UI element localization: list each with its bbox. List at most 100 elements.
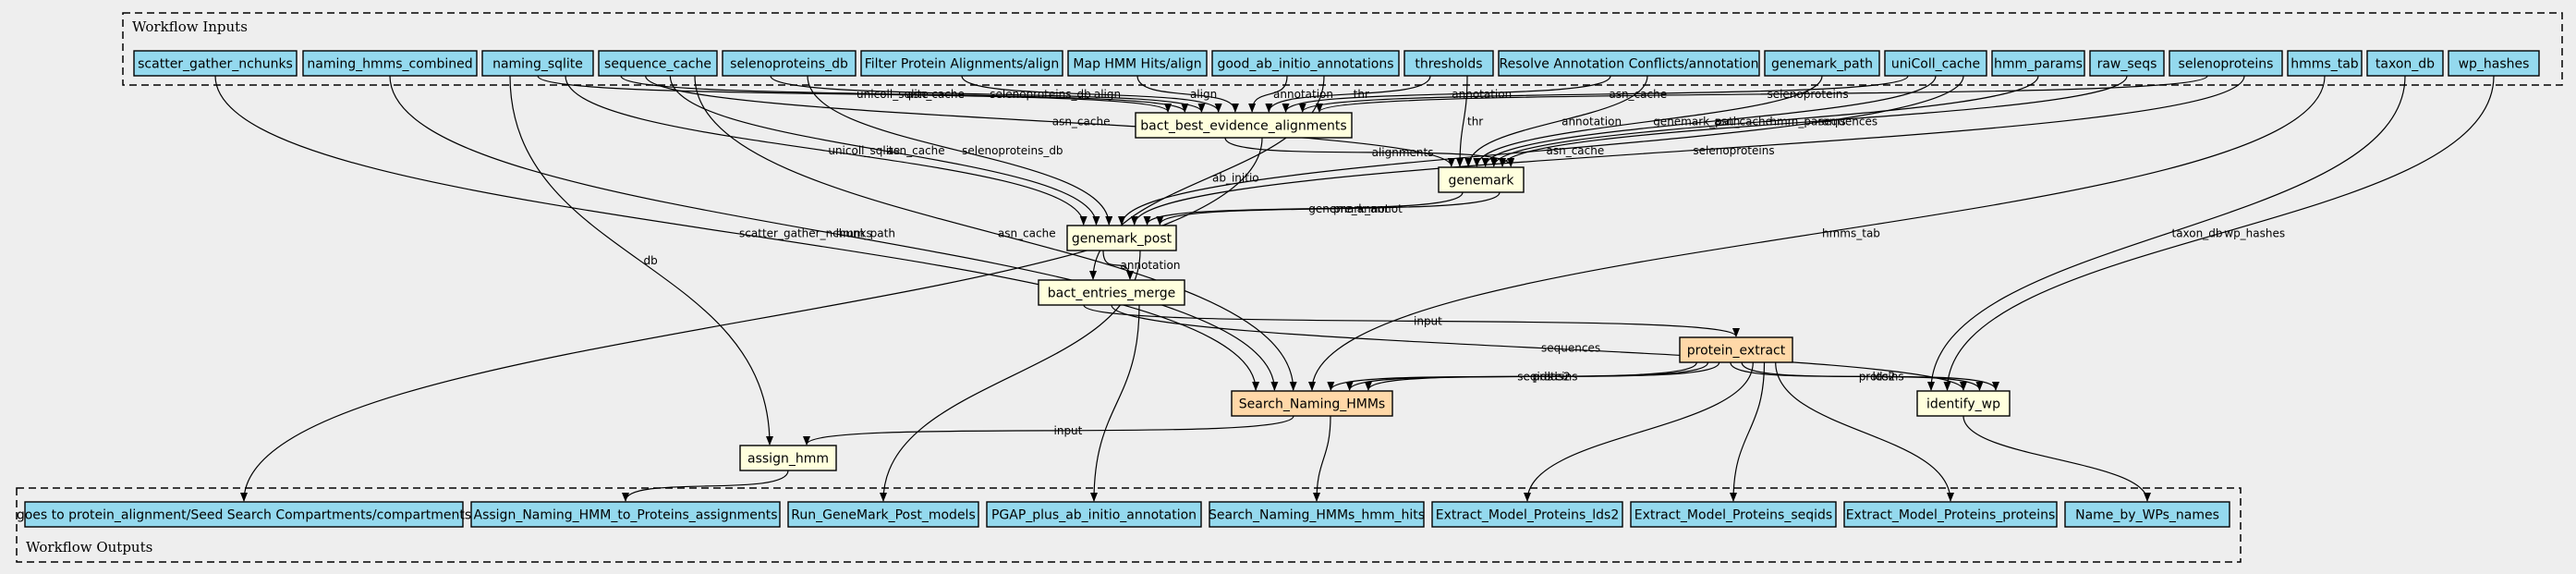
edge-label: asn_cache [998,227,1056,240]
input-node-resolve-annotation-conflicts-annotation[interactable]: Resolve Annotation Conflicts/annotation [1498,50,1760,77]
edge-line [1499,75,2128,167]
input-node-wp-hashes[interactable]: wp_hashes [2448,50,2540,77]
input-node-selenoproteins-db[interactable]: selenoproteins_db [722,50,857,77]
edge-map-hmm-hits-align-to-bact-best-evidence-alignments: align [1136,75,1239,113]
node-label: bact_best_evidence_alignments [1140,119,1346,134]
edge-identify-wp-to-name-by-wps-names [1962,415,2151,502]
node-label: good_ab_initio_annotations [1217,57,1393,72]
edge-line [622,470,789,502]
edge-label: lds2 [1548,371,1571,384]
edge-line [1962,415,2151,502]
node-label: hmm_params [1994,57,2083,72]
edge-selenoproteins-to-genemark-post: selenoproteins [1130,75,2245,226]
edge-label: asn_cache [1609,88,1667,101]
edge-hmms-tab-to-search-naming-hmms: hmms_tab [1308,75,2326,391]
input-node-map-hmm-hits-align[interactable]: Map HMM Hits/align [1067,50,1208,77]
edge-genemark-post-to-bact-entries-merge: annotation [1102,250,1180,280]
output-node-assign-naming-hmm-to-proteins-assignments[interactable]: Assign_Naming_HMM_to_Proteins_assignment… [470,501,781,528]
input-node-naming-sqlite[interactable]: naming_sqlite [481,50,594,77]
input-node-selenoproteins[interactable]: selenoproteins [2169,50,2283,77]
edge-label: selenoproteins [1693,144,1774,157]
edge-line [669,75,1100,226]
output-node-extract-model-proteins-lds2[interactable]: Extract_Model_Proteins_lds2 [1431,501,1623,528]
edge-assign-hmm-to-assign-naming-hmm-to-proteins-assignments [622,470,789,502]
node-label: genemark_post [1072,232,1173,247]
edge-line [1741,361,1999,391]
edge-line [961,75,1222,113]
edge-search-naming-hmms-to-search-naming-hmms-hmm-hits [1313,415,1331,502]
edge-wp-hashes-to-identify-wp: wp_hashes [1943,75,2495,391]
input-node-filter-protein-alignments-align[interactable]: Filter Protein Alignments/align [860,50,1063,77]
edge-line [645,75,1455,167]
node-box [722,50,857,77]
input-node-hmm-params[interactable]: hmm_params [1991,50,2085,77]
edge-line [1224,137,1515,167]
node-box [2064,501,2230,528]
node-box [1431,501,1623,528]
edge-label: taxon_db [2172,227,2223,240]
edge-line [1316,75,2208,113]
edge-line [1308,75,2326,391]
step-node-bact-entries-merge[interactable]: bact_entries_merge [1038,279,1185,306]
node-box [133,50,298,77]
edge-line [807,75,1113,226]
step-node-genemark-post[interactable]: genemark_post [1066,225,1177,251]
input-node-naming-hmms-combined[interactable]: naming_hmms_combined [302,50,478,77]
edge-label: alignments [1372,146,1434,159]
step-node-search-naming-hmms[interactable]: Search_Naming_HMMs [1231,390,1393,417]
step-node-bact-best-evidence-alignments[interactable]: bact_best_evidence_alignments [1135,112,1353,139]
node-box [1843,501,2058,528]
edge-label: asn_cache [1547,144,1605,157]
node-label: thresholds [1415,57,1482,72]
node-label: hmms_tab [2290,57,2359,72]
edge-line [1111,304,1967,391]
output-node-run-genemark-post-models[interactable]: Run_GeneMark_Post_models [787,501,979,528]
output-node-name-by-wps-names[interactable]: Name_by_WPs_names [2064,501,2230,528]
node-box [2169,50,2283,77]
node-box [24,501,464,528]
edge-line [770,75,1206,113]
step-node-protein-extract[interactable]: protein_extract [1679,336,1793,363]
outputs-cluster-border [16,487,2242,563]
output-node-extract-model-proteins-proteins[interactable]: Extract_Model_Proteins_proteins [1843,501,2058,528]
input-node-scatter-gather-nchunks[interactable]: scatter_gather_nchunks [133,50,298,77]
node-box [1067,50,1208,77]
input-node-hmms-tab[interactable]: hmms_tab [2287,50,2363,77]
edge-label: scatter_gather_nchunks [739,227,872,240]
edge-line [214,75,1260,391]
node-label: Extract_Model_Proteins_lds2 [1436,508,1620,523]
edge-label: selenoproteins [1767,88,1848,101]
output-node-extract-model-proteins-seqids[interactable]: Extract_Model_Proteins_seqids [1630,501,1837,528]
input-node-raw-seqs[interactable]: raw_seqs [2089,50,2165,77]
step-node-identify-wp[interactable]: identify_wp [1916,390,2011,417]
input-node-taxon-db[interactable]: taxon_db [2366,50,2444,77]
node-box [739,445,837,471]
output-node-pgap-plus-ab-initio-annotation[interactable]: PGAP_plus_ab_initio_annotation [986,501,1202,528]
edge-line [1118,75,1964,226]
input-node-sequence-cache[interactable]: sequence_cache [598,50,718,77]
inputs-cluster-border [122,12,2563,86]
edge-line [620,75,1189,113]
node-label: Filter Protein Alignments/align [865,57,1060,72]
edge-selenoproteins-to-bact-best-evidence-alignments: selenoproteins [1316,75,2208,113]
node-box [787,501,979,528]
edge-line [803,415,1294,446]
edge-naming-hmms-combined-to-search-naming-hmms: hmm_path [389,75,1279,391]
node-label: scatter_gather_nchunks [138,57,293,72]
input-node-thresholds[interactable]: thresholds [1403,50,1494,77]
edge-line [1473,75,1823,167]
input-node-good-ab-initio-annotations[interactable]: good_ab_initio_annotations [1211,50,1400,77]
edge-label: align [1094,88,1121,101]
output-node-search-naming-hmms-hmm-hits[interactable]: Search_Naming_HMMs_hmm_hits [1209,501,1425,528]
edge-line [1102,250,1134,280]
node-box [1211,50,1400,77]
node-box [1403,50,1494,77]
node-box [1991,50,2085,77]
step-node-genemark[interactable]: genemark [1438,166,1525,193]
step-node-assign-hmm[interactable]: assign_hmm [739,445,837,471]
node-box [1135,112,1353,139]
output-node-goes-to-protein-alignment-seed-search-compartments-compartments[interactable]: goes to protein_alignment/Seed Search Co… [17,501,471,528]
input-node-unicoll-cache[interactable]: uniColl_cache [1884,50,1987,77]
edge-label: annotation [1561,116,1622,128]
input-node-genemark-path[interactable]: genemark_path [1764,50,1880,77]
